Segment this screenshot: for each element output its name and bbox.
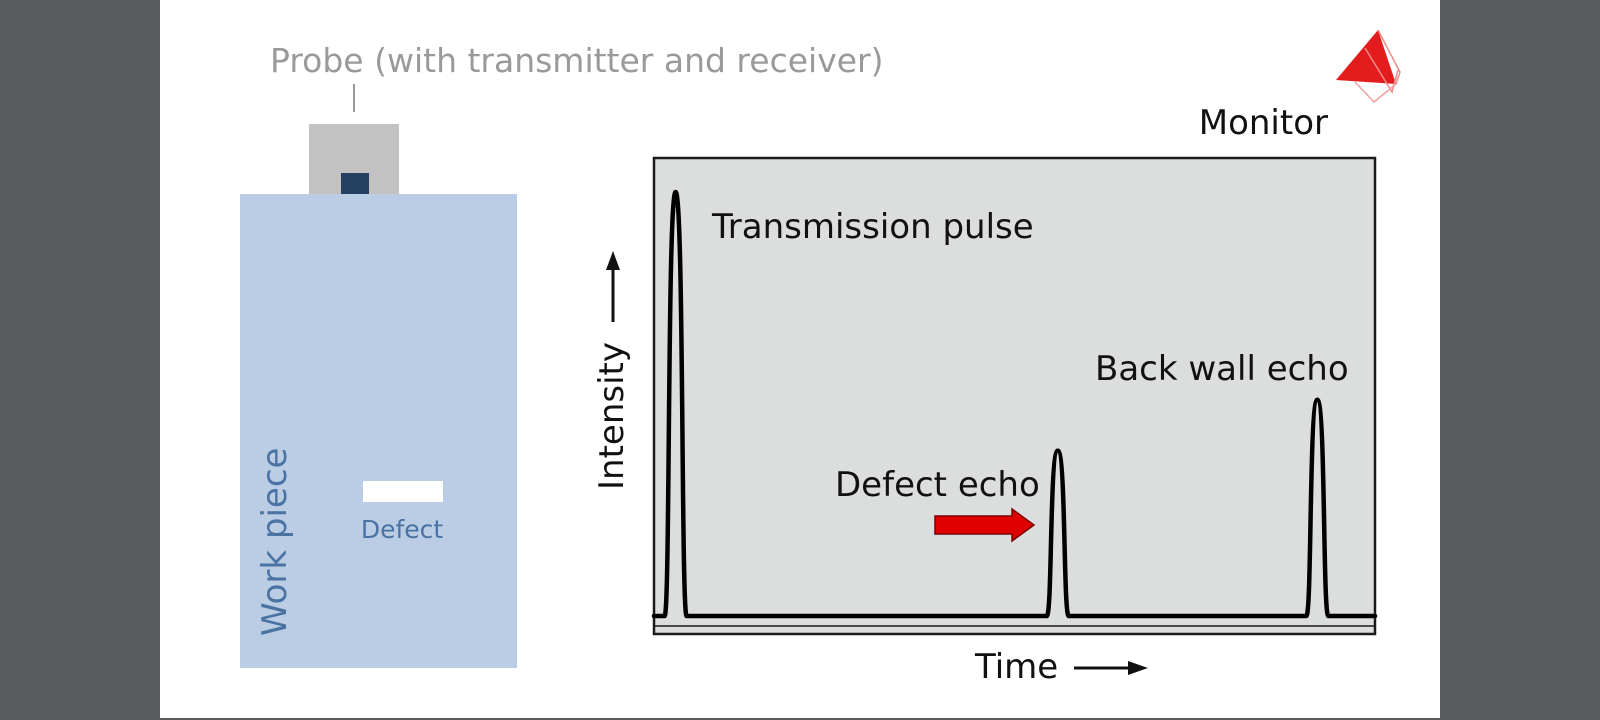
monitor-label: Monitor xyxy=(1199,103,1328,143)
x-axis-arrow xyxy=(1074,661,1148,675)
logo-icon xyxy=(1336,29,1401,104)
probe-label: Probe (with transmitter and receiver) xyxy=(270,41,883,80)
work-piece xyxy=(240,194,517,668)
ultrasonic-testing-diagram: Probe (with transmitter and receiver) De… xyxy=(240,29,1401,687)
y-axis-arrow xyxy=(606,251,620,322)
monitor-screen xyxy=(652,156,1377,636)
defect-label: Defect xyxy=(361,515,444,544)
transmission-pulse-label: Transmission pulse xyxy=(711,207,1034,247)
x-axis-label: Time xyxy=(974,647,1058,687)
slide: Probe (with transmitter and receiver) De… xyxy=(160,0,1440,718)
defect-echo-label: Defect echo xyxy=(835,465,1040,505)
y-axis-label: Intensity xyxy=(592,342,632,490)
defect xyxy=(363,481,443,502)
transducer xyxy=(341,173,369,195)
work-piece-label: Work piece xyxy=(255,448,295,636)
back-wall-echo-label: Back wall echo xyxy=(1095,349,1349,389)
signal-trace xyxy=(651,189,1378,619)
defect-echo-arrow xyxy=(934,507,1036,543)
